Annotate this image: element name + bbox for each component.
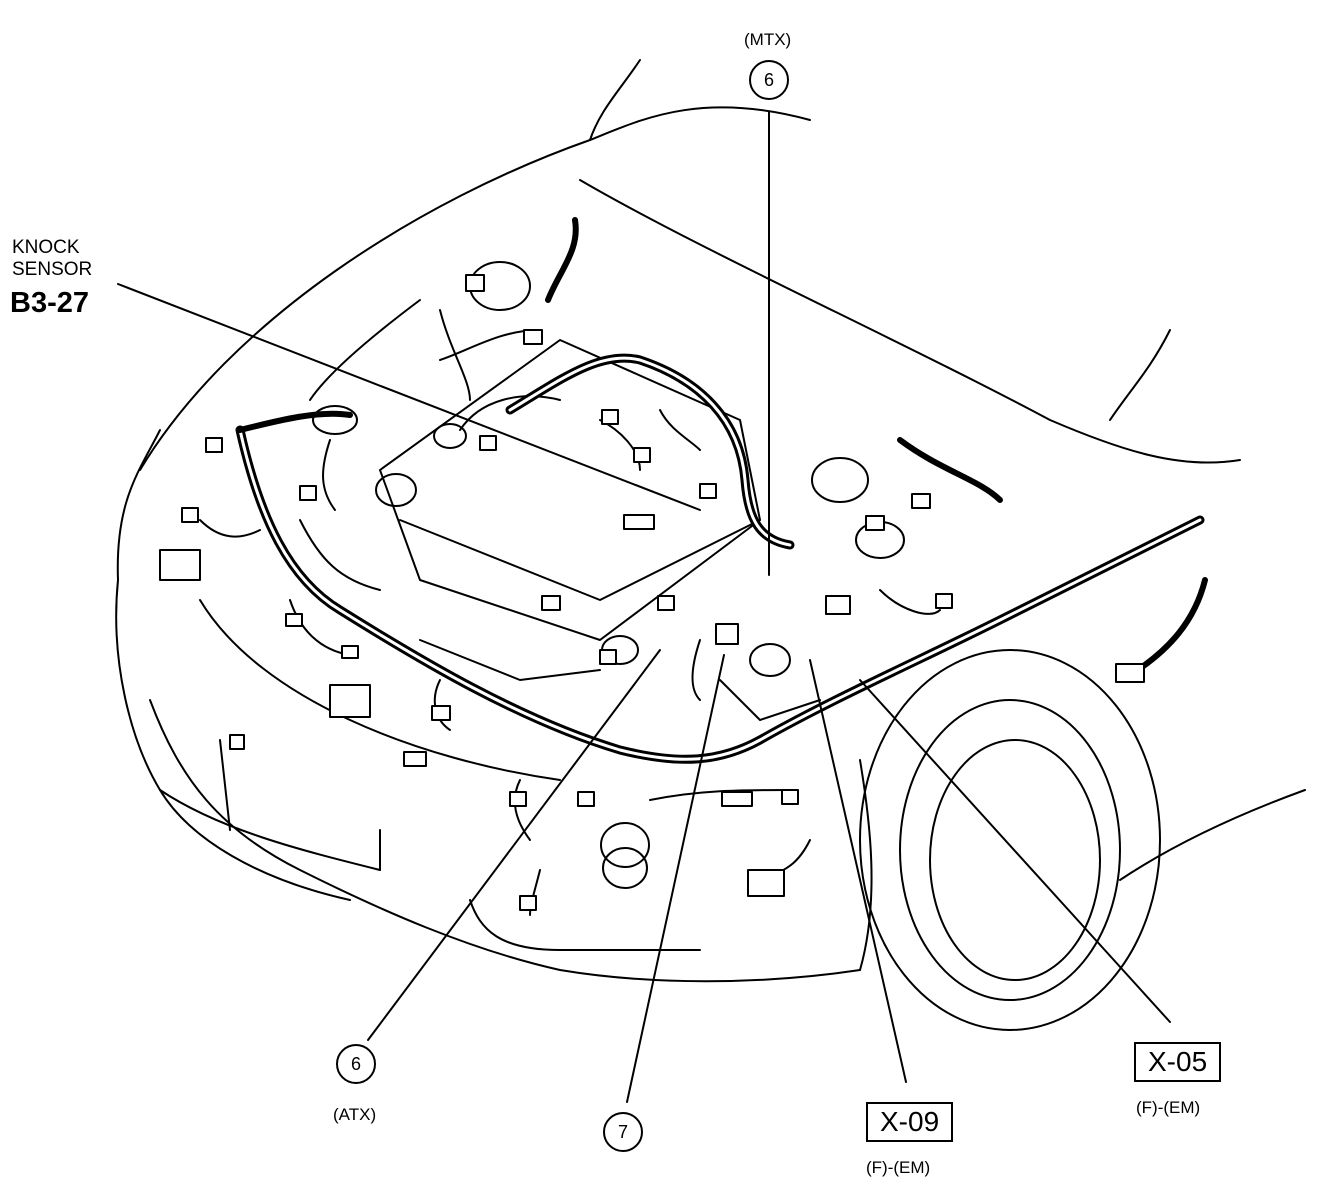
- connectors: [159, 274, 1145, 911]
- main-wire-harness: [235, 217, 1208, 764]
- connector-x05-box: X-05: [1134, 1042, 1222, 1082]
- connector-x09-box: X-09: [866, 1102, 954, 1142]
- atx-caption: (ATX): [333, 1105, 377, 1124]
- connector-x05-code: X-05: [1148, 1046, 1208, 1077]
- callout-circle-7: 7: [603, 1112, 643, 1152]
- front-wheel: [859, 649, 1161, 1031]
- connector-x09-code: X-09: [880, 1106, 940, 1137]
- car-body-outline: [115, 59, 1306, 983]
- callout-circle-atx: 6: [336, 1044, 376, 1084]
- connector-x05-caption: (F)-(EM): [1136, 1098, 1201, 1117]
- callout-number-mtx: 6: [763, 69, 774, 90]
- connector-x09-caption: (F)-(EM): [866, 1158, 931, 1177]
- engine-block: [299, 261, 905, 889]
- callout-number-atx: 6: [350, 1053, 361, 1074]
- knock-sensor-title: KNOCK SENSOR: [12, 237, 93, 280]
- leader-lines: [117, 111, 1171, 1103]
- mtx-caption: (MTX): [744, 30, 792, 49]
- callout-number-7: 7: [617, 1121, 628, 1142]
- knock-sensor-code: B3-27: [10, 287, 89, 319]
- callout-circle-mtx: 6: [749, 60, 789, 100]
